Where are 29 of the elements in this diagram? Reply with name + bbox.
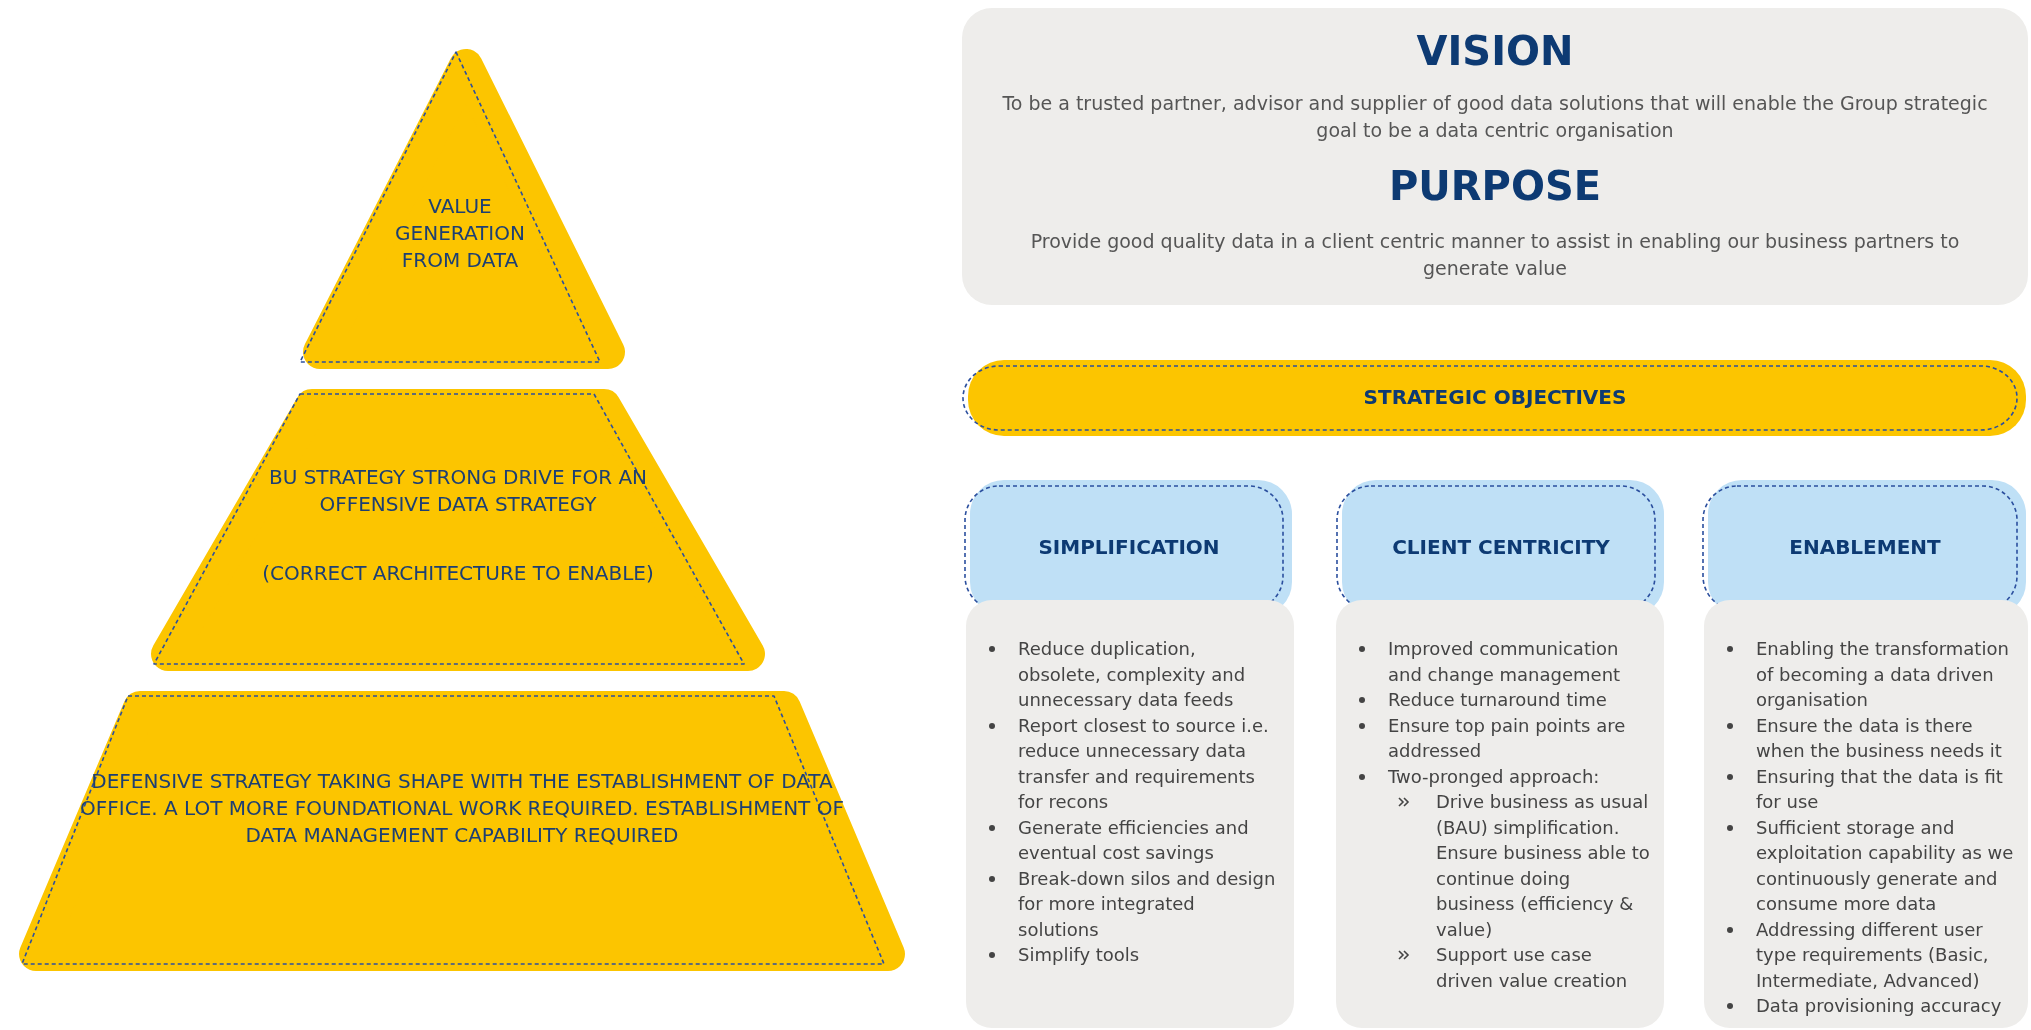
- bullet-text: Report closest to source i.e. reduce unnecessary data transfer and requirements for recons: [1018, 714, 1269, 812]
- bullet-text: Enabling the transformation of becoming a data driven organisation: [1756, 638, 2009, 710]
- tier-text: (CORRECT ARCHITECTURE TO ENABLE): [261, 560, 655, 587]
- bullet-text: Two-pronged approach:: [1388, 765, 1600, 787]
- bullet-text: Support use case driven value creation: [1436, 944, 1628, 991]
- bullet-text: Simplify tools: [1018, 944, 1140, 965]
- tier-text: BU STRATEGY STRONG DRIVE FOR AN OFFENSIVE DATA STRATEGY: [267, 464, 649, 518]
- tier-text: DEFENSIVE STRATEGY TAKING SHAPE WITH THE ESTABLISHMENT OF DATA OFFICE. A LOT MORE FOUNDATIONAL WORK REQUIRED. ESTABLISHMENT OF DATA MANAGEMENT CAPABILITY REQUIRED: [79, 768, 845, 849]
- panel-text: To be a trusted partner, advisor and supplier of good data solutions that will enable the Group strategic goal to be a data centric organisation: [1001, 91, 1989, 143]
- bullet-text: Ensuring that the data is fit for use: [1756, 765, 2003, 812]
- header-label: CLIENT CENTRICITY: [1391, 535, 1611, 559]
- header-label: SIMPLIFICATION: [1037, 535, 1221, 559]
- panel-heading: PURPOSE: [1387, 163, 1603, 209]
- tier-text: VALUE GENERATION FROM DATA: [394, 192, 526, 274]
- bullet-text: Drive business as usual (BAU) simplification. Ensure business able to continue doing business (efficiency & value): [1436, 791, 1650, 940]
- bar-label: STRATEGIC OBJECTIVES: [1362, 385, 1628, 409]
- header-label: ENABLEMENT: [1788, 535, 1942, 559]
- bullet-text: Generate efficiencies and eventual cost savings: [1018, 816, 1249, 863]
- panel-heading: VISION: [1415, 28, 1575, 74]
- bullet-text: Ensure the data is there when the business needs it: [1756, 714, 2002, 761]
- bullet-text: Break-down silos and design for more integrated solutions: [1018, 867, 1276, 940]
- bullet-text: Ensure top pain points are addressed: [1388, 714, 1626, 761]
- bullet-text: Reduce turnaround time: [1388, 689, 1607, 710]
- panel-text: Provide good quality data in a client centric manner to assist in enabling our business partners to generate value: [1029, 229, 1961, 281]
- bullet-text: Data provisioning accuracy: [1756, 995, 2002, 1016]
- bullet-text: Sufficient storage and exploitation capability as we continuously generate and consume more data: [1756, 816, 2014, 914]
- bullet-text: Improved communication and change management: [1388, 638, 1621, 685]
- bullet-text: Addressing different user type requirements (Basic, Intermediate, Advanced): [1756, 918, 1989, 991]
- bullet-text: Reduce duplication, obsolete, complexity and unnecessary data feeds: [1018, 638, 1246, 710]
